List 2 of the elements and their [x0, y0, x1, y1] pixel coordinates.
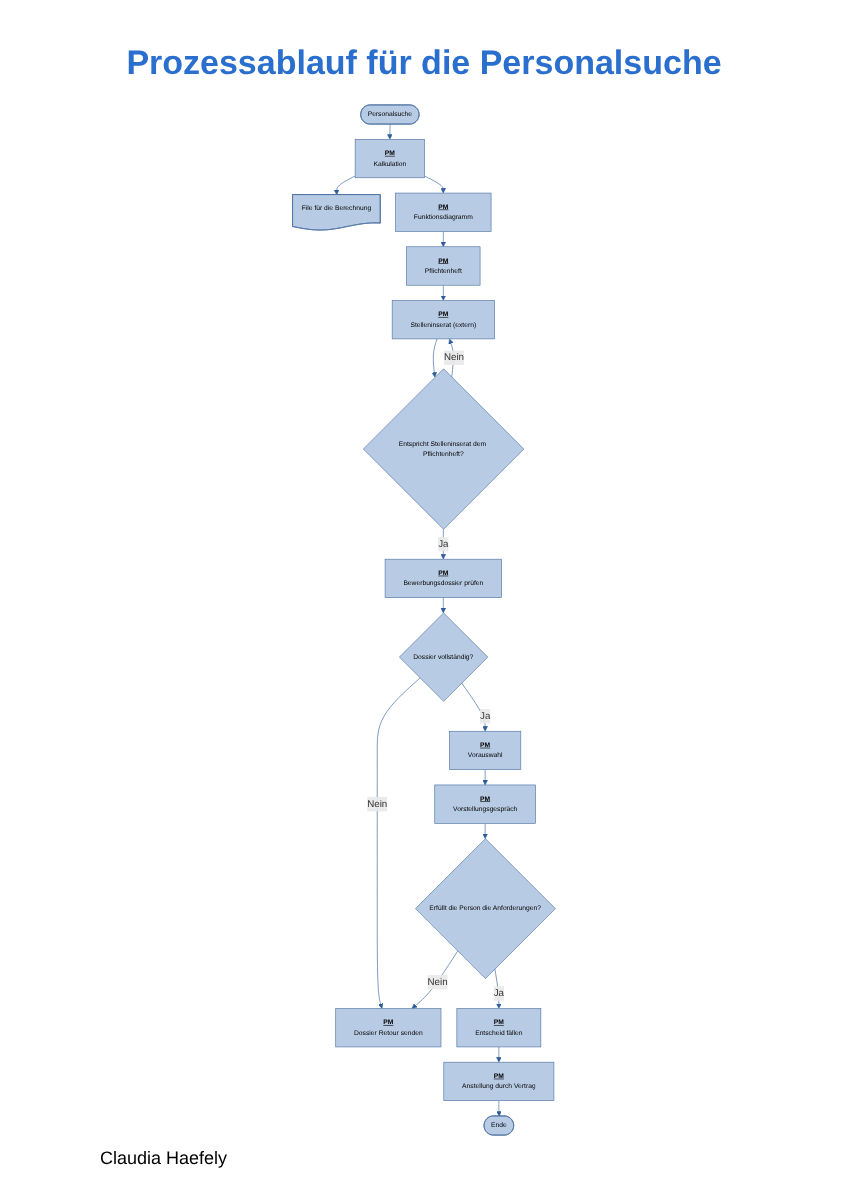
author-note: Claudia Haefely: [100, 1148, 228, 1168]
diagram-title: Prozessablauf für die Personalsuche: [124, 44, 724, 84]
